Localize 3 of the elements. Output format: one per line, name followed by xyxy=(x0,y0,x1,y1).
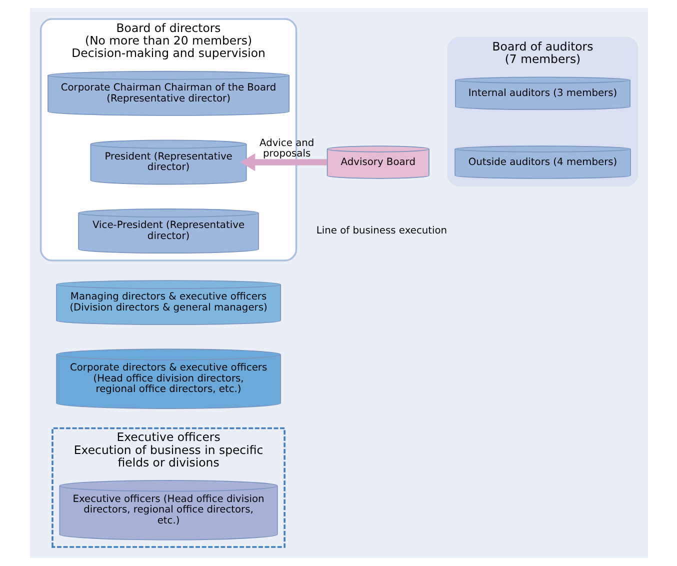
edge-label: Advice and proposals xyxy=(258,138,314,160)
arrow xyxy=(240,153,327,172)
label: Line of business execution xyxy=(316,226,447,237)
